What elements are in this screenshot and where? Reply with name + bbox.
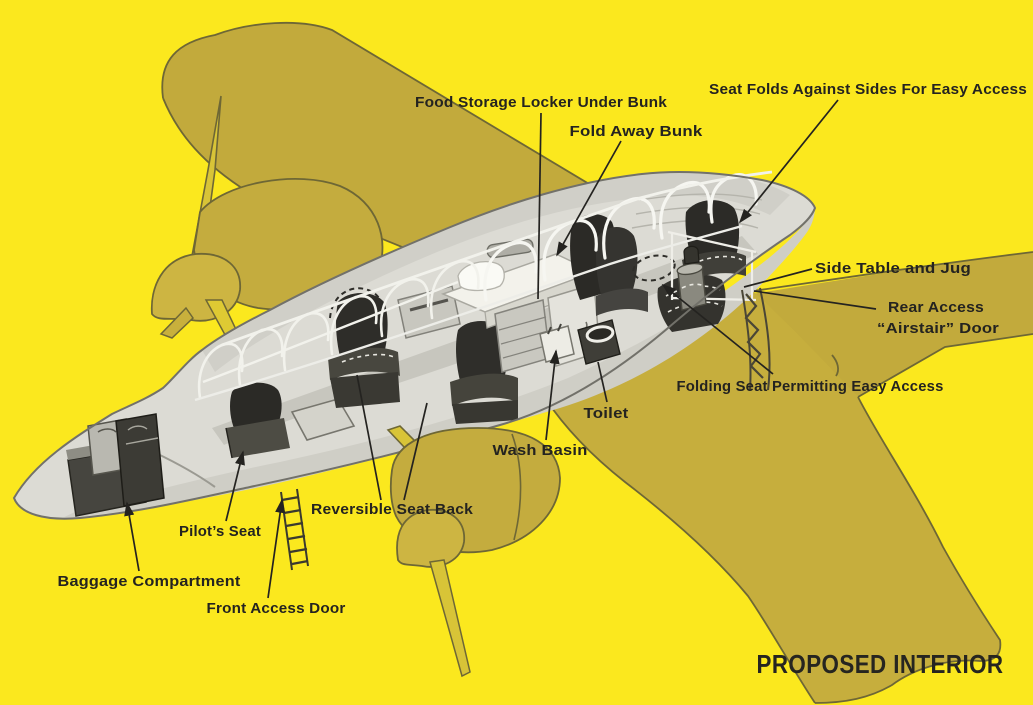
airstair-ladder — [741, 287, 771, 391]
label-rear-access-line2: “Airstair” Door — [877, 320, 999, 337]
page-title: PROPOSED INTERIOR — [757, 649, 1004, 679]
leader-pilots-seat — [225, 450, 245, 522]
canopy-mid-rail — [202, 280, 459, 384]
food-storage-locker — [494, 299, 551, 373]
label-pilots-seat: Pilot’s Seat — [179, 523, 261, 540]
label-seat-folds: Seat Folds Against Sides For Easy Access — [709, 81, 1027, 98]
jug — [683, 245, 700, 265]
label-rear-access-line1: Rear Access — [888, 299, 984, 316]
pilot-seat — [225, 382, 290, 459]
label-front-access: Front Access Door — [207, 600, 346, 617]
propeller-blade — [159, 306, 194, 339]
cabin-far-wall — [202, 172, 790, 372]
labels: Food Storage Locker Under Bunk Fold Away… — [58, 81, 1027, 679]
pillow — [457, 261, 505, 292]
label-side-table: Side Table and Jug — [815, 260, 971, 277]
hull-outline — [12, 171, 817, 520]
label-baggage: Baggage Compartment — [58, 573, 241, 590]
leader-baggage — [124, 501, 140, 572]
leader-rear-access — [753, 290, 877, 310]
floor-hatch — [290, 398, 356, 441]
canopy-top-rail — [221, 170, 773, 347]
cabin-rim-line — [194, 224, 743, 402]
leader-food-storage — [537, 112, 542, 300]
toilet — [577, 319, 621, 365]
near-engine-propeller — [386, 425, 561, 678]
label-folding-seat: Folding Seat Permitting Easy Access — [677, 378, 944, 395]
fold-position-outline — [632, 254, 676, 282]
reversible-seat-rear — [450, 321, 518, 424]
label-wash-basin: Wash Basin — [493, 442, 588, 459]
leader-toilet — [597, 361, 608, 403]
propeller-blade — [429, 559, 471, 678]
label-toilet: Toilet — [584, 405, 629, 422]
aft-cabin-seats — [570, 214, 648, 316]
leader-reversible-2 — [403, 402, 428, 501]
leader-folding-seat — [661, 283, 774, 375]
leader-wash-basin — [545, 349, 560, 441]
leader-lines — [124, 99, 877, 599]
fuselage — [12, 170, 817, 520]
cowl-ring — [511, 433, 522, 541]
wing-fairing-line — [831, 354, 839, 377]
canopy-frames — [194, 170, 773, 402]
label-reversible-seat: Reversible Seat Back — [311, 501, 473, 518]
label-food-storage: Food Storage Locker Under Bunk — [415, 94, 667, 111]
tailplane — [745, 251, 1033, 398]
wash-basin — [539, 323, 575, 363]
leader-side-table — [743, 268, 813, 288]
leader-front-access — [267, 498, 286, 599]
seat-fold-frame — [667, 230, 757, 302]
baggage-compartment — [66, 413, 165, 517]
propeller-spinner — [396, 509, 465, 568]
label-fold-away-bunk: Fold Away Bunk — [570, 123, 704, 140]
side-table-and-jug — [676, 245, 707, 311]
leader-reversible-1 — [356, 374, 382, 501]
near-wing — [544, 291, 1002, 704]
leader-seat-folds — [738, 99, 839, 224]
leader-fold-away-bunk — [556, 140, 622, 257]
